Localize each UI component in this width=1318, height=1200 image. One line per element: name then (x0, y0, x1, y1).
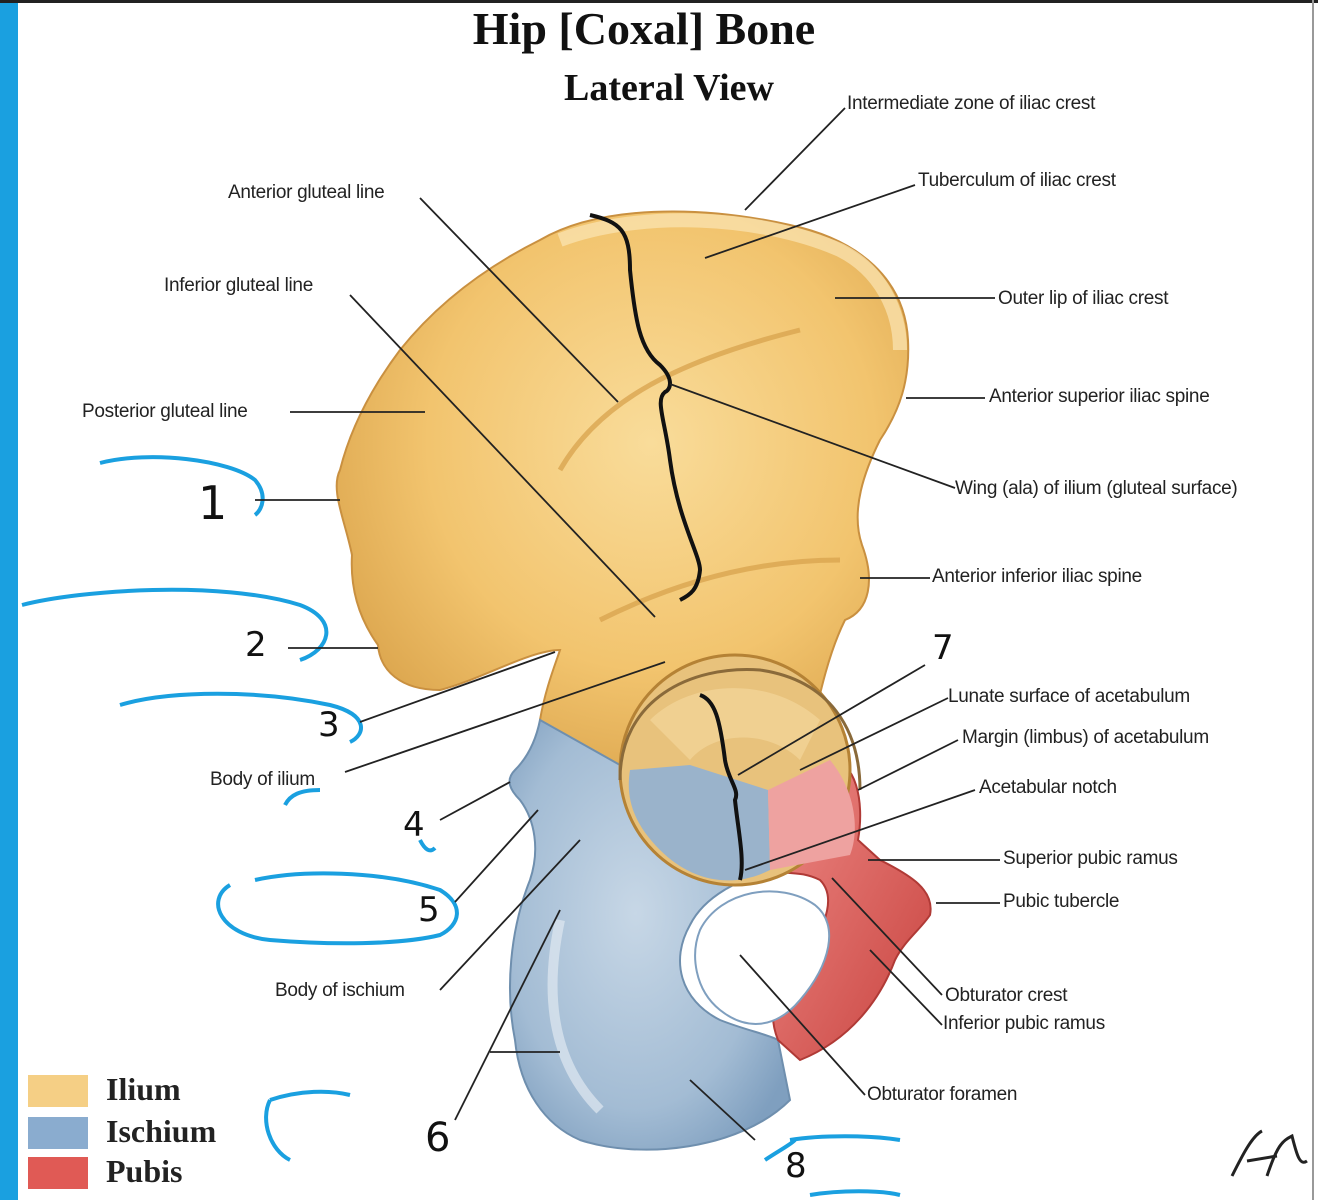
left-border (0, 0, 18, 1200)
label-wing-of-ilium: Wing (ala) of ilium (gluteal surface) (955, 478, 1238, 499)
obturator-foramen (694, 890, 831, 1025)
diagram-subtitle: Lateral View (563, 67, 774, 109)
label-obturator-crest: Obturator crest (945, 985, 1068, 1006)
legend-swatch-ischium (28, 1117, 88, 1149)
label-anterior-inferior-iliac-spine: Anterior inferior iliac spine (932, 566, 1142, 587)
label-outer-lip-iliac-crest: Outer lip of iliac crest (998, 288, 1169, 309)
label-anterior-gluteal-line: Anterior gluteal line (228, 182, 385, 203)
label-intermediate-zone-iliac-crest: Intermediate zone of iliac crest (847, 93, 1096, 114)
legend-swatch-pubis (28, 1157, 88, 1189)
label-obturator-foramen: Obturator foramen (867, 1084, 1018, 1105)
label-body-of-ilium: Body of ilium (210, 769, 315, 790)
number-1: 1 (198, 476, 228, 530)
right-border (1312, 0, 1314, 1200)
acetabular-margin (618, 668, 862, 791)
legend-label-pubis: Pubis (106, 1153, 183, 1189)
number-7: 7 (932, 628, 954, 668)
legend-swatch-ilium (28, 1075, 88, 1107)
acetabulum-bracket (699, 693, 744, 881)
label-lunate-surface-acetabulum: Lunate surface of acetabulum (948, 686, 1190, 707)
label-pubic-tubercle: Pubic tubercle (1003, 891, 1120, 912)
inferior-gluteal-line-mark (598, 557, 841, 623)
iliac-crest-highlight (557, 213, 907, 351)
lunate-surface (650, 688, 820, 760)
label-inferior-gluteal-line: Inferior gluteal line (164, 275, 313, 296)
ischial-tuberosity-texture (547, 918, 604, 1114)
blue-annotation-loops (21, 455, 901, 1197)
legend-label-ischium: Ischium (106, 1113, 217, 1149)
number-2: 2 (245, 625, 267, 665)
label-acetabular-notch: Acetabular notch (979, 777, 1117, 798)
anterior-gluteal-line-mark (557, 327, 801, 472)
diagram-title: Hip [Coxal] Bone (472, 3, 816, 54)
artist-signature-mark (1230, 1129, 1308, 1177)
wing-bracket (589, 213, 703, 602)
number-3: 3 (318, 705, 340, 745)
label-margin-of-acetabulum: Margin (limbus) of acetabulum (962, 727, 1209, 748)
label-body-of-ischium: Body of ischium (275, 980, 405, 1001)
label-superior-pubic-ramus: Superior pubic ramus (1003, 848, 1178, 869)
top-border (0, 0, 1318, 3)
label-inferior-pubic-ramus: Inferior pubic ramus (943, 1013, 1105, 1034)
label-tuberculum-iliac-crest: Tuberculum of iliac crest (918, 170, 1116, 191)
number-5: 5 (418, 890, 440, 930)
number-8: 8 (785, 1146, 807, 1186)
number-6: 6 (425, 1115, 451, 1161)
acetabulum-pubic-part (768, 760, 855, 870)
number-4: 4 (403, 805, 425, 845)
label-posterior-gluteal-line: Posterior gluteal line (82, 401, 248, 422)
leader-lines (255, 107, 1000, 1141)
label-anterior-superior-iliac-spine: Anterior superior iliac spine (989, 386, 1210, 407)
legend-label-ilium: Ilium (106, 1071, 181, 1107)
